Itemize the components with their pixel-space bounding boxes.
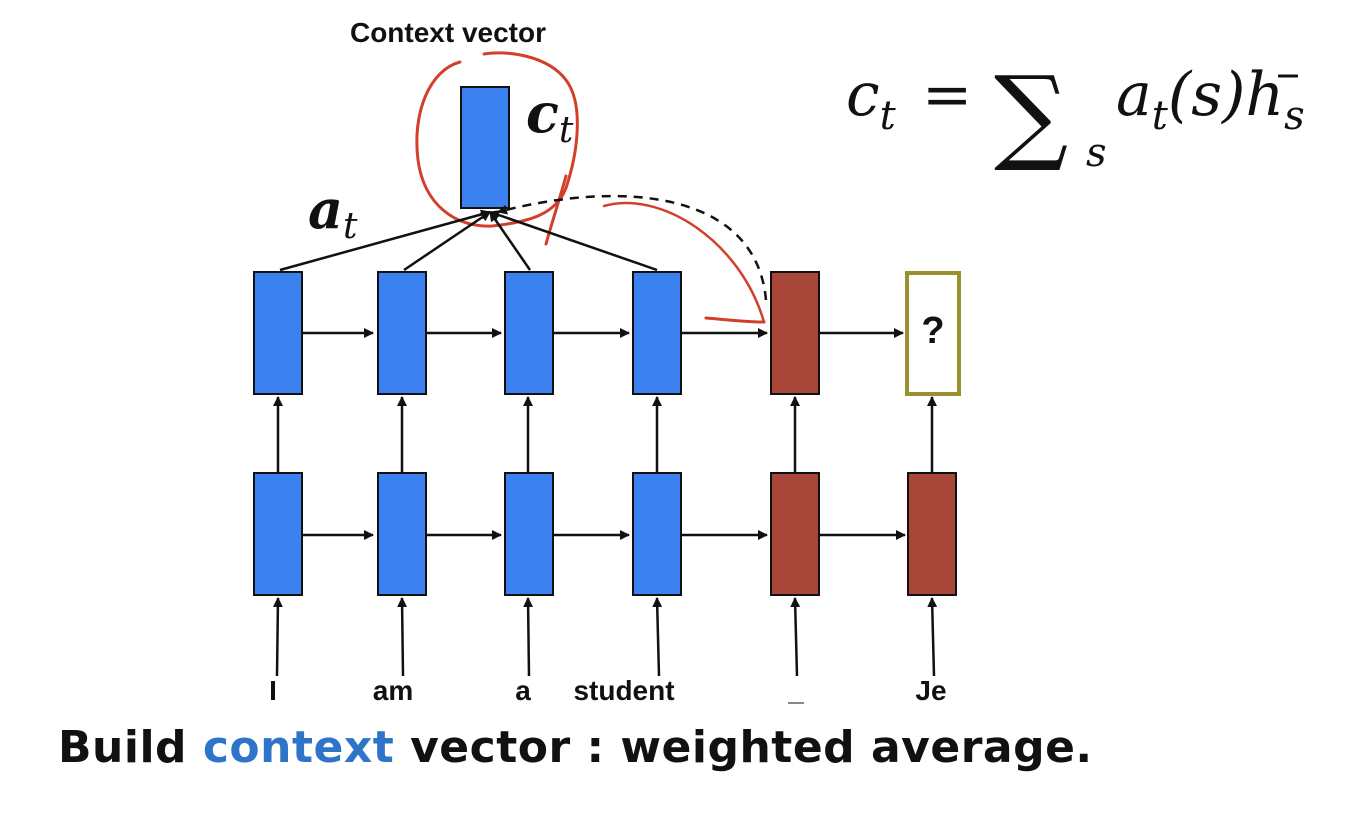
- dashed-query-arc: [497, 194, 768, 301]
- formula-sum-sub: s: [1086, 130, 1107, 176]
- annotation-stroke: [544, 174, 568, 246]
- caption-highlight: context: [202, 722, 395, 773]
- formula-rhs-a-sub: t: [1152, 93, 1169, 139]
- context-symbol-sub: t: [559, 110, 574, 151]
- encoder-top-box-1: [253, 271, 303, 395]
- context-vector-box: [460, 86, 510, 209]
- svg-text:ct: ct: [846, 60, 897, 139]
- svg-text:at(s)hs: at(s)hs: [1116, 60, 1305, 139]
- attention-symbol-main: a: [308, 177, 343, 241]
- encoder-top-box-4: [632, 271, 682, 395]
- caption: Build context vector : weighted average.: [58, 722, 1093, 773]
- formula-equals: =: [922, 60, 972, 130]
- output-box: [905, 271, 961, 396]
- encoder-bottom-box-4: [632, 472, 682, 596]
- formula-lhs: c: [846, 60, 880, 130]
- formula-sum: ∑: [994, 53, 1068, 175]
- encoder-top-box-2: [377, 271, 427, 395]
- inter-row-arrows: [273, 396, 937, 472]
- input-token-5: _: [787, 675, 804, 706]
- attention-lines: [279, 209, 658, 272]
- encoder-top-box-3: [504, 271, 554, 395]
- context-vector-title: Context vector: [350, 17, 546, 48]
- annotation-circle: [415, 51, 579, 228]
- encoder-bottom-box-1: [253, 472, 303, 596]
- input-token-2: am: [373, 675, 413, 706]
- formula-rhs-h-sub: s: [1284, 93, 1305, 139]
- attention-symbol-sub: t: [343, 206, 358, 247]
- caption-part-1: Build: [58, 722, 203, 773]
- encoder-bottom-box-3: [504, 472, 554, 596]
- input-token-3: a: [515, 675, 531, 706]
- decoder-bottom-box-1: [770, 472, 820, 596]
- formula: ct = ∑ s at(s)hs: [846, 53, 1305, 176]
- input-token-4: student: [573, 675, 674, 706]
- formula-lhs-sub: t: [880, 93, 897, 139]
- input-token-1: I: [269, 675, 277, 706]
- annotation-arrow-tail: [704, 316, 766, 324]
- formula-rhs-h: h: [1245, 60, 1284, 130]
- formula-rhs-a: a: [1116, 60, 1152, 130]
- attention-symbol: at: [308, 177, 358, 247]
- formula-rhs-arg: (s): [1168, 60, 1246, 130]
- input-token-6: Je: [915, 675, 946, 706]
- encoder-bottom-box-2: [377, 472, 427, 596]
- decoder-top-box-1: [770, 271, 820, 395]
- input-arrows: [272, 597, 938, 677]
- decoder-bottom-box-2: [907, 472, 957, 596]
- context-symbol-main: c: [526, 81, 559, 145]
- annotation-arrow: [602, 201, 766, 324]
- caption-part-2: vector : weighted average.: [394, 722, 1093, 773]
- output-placeholder: ?: [921, 310, 944, 352]
- context-symbol: ct: [526, 81, 574, 151]
